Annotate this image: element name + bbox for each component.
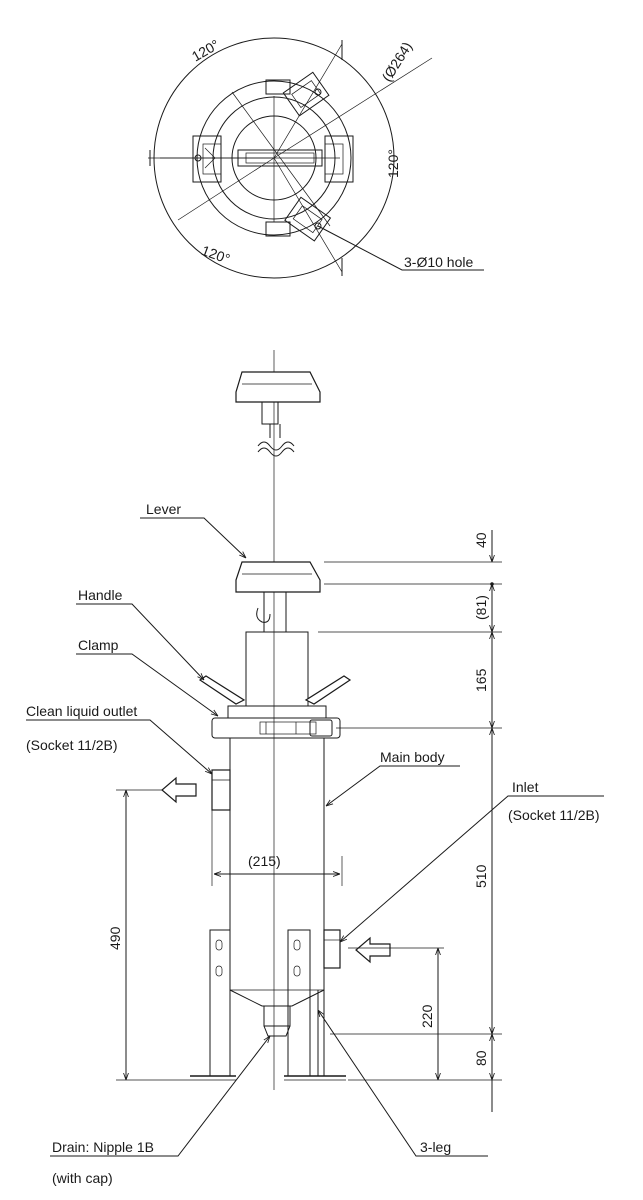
handle-leader [76, 603, 204, 680]
dim-215-label: (215) [248, 853, 281, 869]
inlet-leader [340, 795, 604, 942]
leg-label: 3-leg [420, 1139, 451, 1155]
drain-leader [50, 1036, 270, 1157]
dim-510-label: 510 [473, 864, 489, 888]
clamp-ring [227, 705, 327, 719]
dim-490-label: 490 [107, 926, 123, 950]
diameter-leader [273, 57, 433, 159]
angle-120-right: 120° [385, 149, 401, 178]
angle-120-top-left: 120° [189, 36, 222, 64]
hole-top [314, 88, 322, 96]
dim-165-label: 165 [473, 668, 489, 692]
dim-80-label: 80 [473, 1050, 489, 1066]
drain-cap [263, 1025, 291, 1037]
upper-cylinder [245, 631, 309, 707]
hole-label: 3-Ø10 hole [404, 254, 473, 270]
clamp-leader [76, 653, 218, 716]
clamp [211, 717, 341, 739]
leg-leader [318, 1010, 488, 1157]
dim-220-label: 220 [419, 1004, 435, 1028]
hole-leader [317, 225, 484, 271]
break-line [257, 441, 295, 451]
clamp-label: Clamp [78, 637, 119, 653]
inlet-arrow-icon [355, 936, 391, 964]
handle-left [198, 675, 246, 705]
clean-outlet-socket-label: (Socket 11/2B) [26, 737, 118, 753]
inlet-socket [323, 929, 341, 969]
lever-raised [235, 371, 321, 403]
dim-40-label: 40 [473, 532, 489, 548]
outlet-arrow-icon [161, 776, 197, 804]
hole-bottom [314, 222, 322, 230]
inlet-socket-label: (Socket 11/2B) [508, 807, 600, 823]
dim-81-label: (81) [473, 595, 489, 620]
drain-label: Drain: Nipple 1B [52, 1139, 154, 1155]
front-view: 40 (81) 165 510 80 220 490 (215) Lever H… [26, 350, 604, 1186]
drain-nipple [263, 1005, 291, 1027]
main-body-label: Main body [380, 749, 445, 765]
outlet-socket [211, 769, 231, 811]
top-view: 120° 120° 120° (Ø264) 3-Ø10 hole [148, 36, 484, 279]
leg-top [282, 71, 330, 117]
drain-cap-label: (with cap) [52, 1170, 113, 1186]
center-line-diag [231, 91, 331, 227]
lever [235, 561, 321, 593]
clean-outlet-label: Clean liquid outlet [26, 703, 137, 719]
handle-right [304, 675, 352, 705]
main-body-leader [326, 765, 460, 806]
bracket-bottom [265, 221, 291, 237]
lever-stem [263, 591, 287, 633]
leg-left [209, 929, 231, 1077]
handle-label: Handle [78, 587, 123, 603]
bracket-top [265, 79, 291, 95]
diameter-label: (Ø264) [378, 39, 415, 84]
inlet-label: Inlet [512, 779, 539, 795]
lever-leader [140, 517, 246, 558]
lever-label: Lever [146, 501, 181, 517]
leg-bottom [284, 196, 332, 242]
outlet-leader [26, 719, 212, 774]
